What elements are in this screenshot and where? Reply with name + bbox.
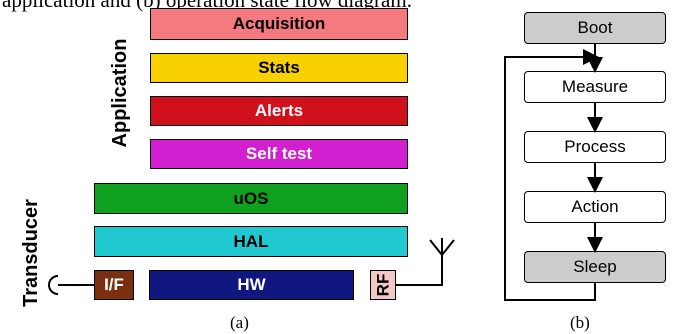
layer-stats: Stats xyxy=(150,53,408,83)
layer-hal: HAL xyxy=(94,226,408,257)
caption-a: (a) xyxy=(230,313,249,332)
block-rf: RF xyxy=(370,270,396,300)
state-boot: Boot xyxy=(524,12,666,44)
block-if: I/F xyxy=(94,270,134,300)
caption-b: (b) xyxy=(570,313,590,332)
transducer-connector-icon xyxy=(48,275,94,295)
antenna-icon xyxy=(396,238,455,286)
layer-uos: uOS xyxy=(94,183,408,214)
layer-hw: HW xyxy=(149,270,354,300)
layer-self-test: Self test xyxy=(150,139,408,169)
layer-acquisition: Acquisition xyxy=(150,8,408,40)
arrow-sleep-loop-to-measure xyxy=(504,49,599,301)
state-process: Process xyxy=(524,131,666,163)
layer-alerts: Alerts xyxy=(150,96,408,126)
